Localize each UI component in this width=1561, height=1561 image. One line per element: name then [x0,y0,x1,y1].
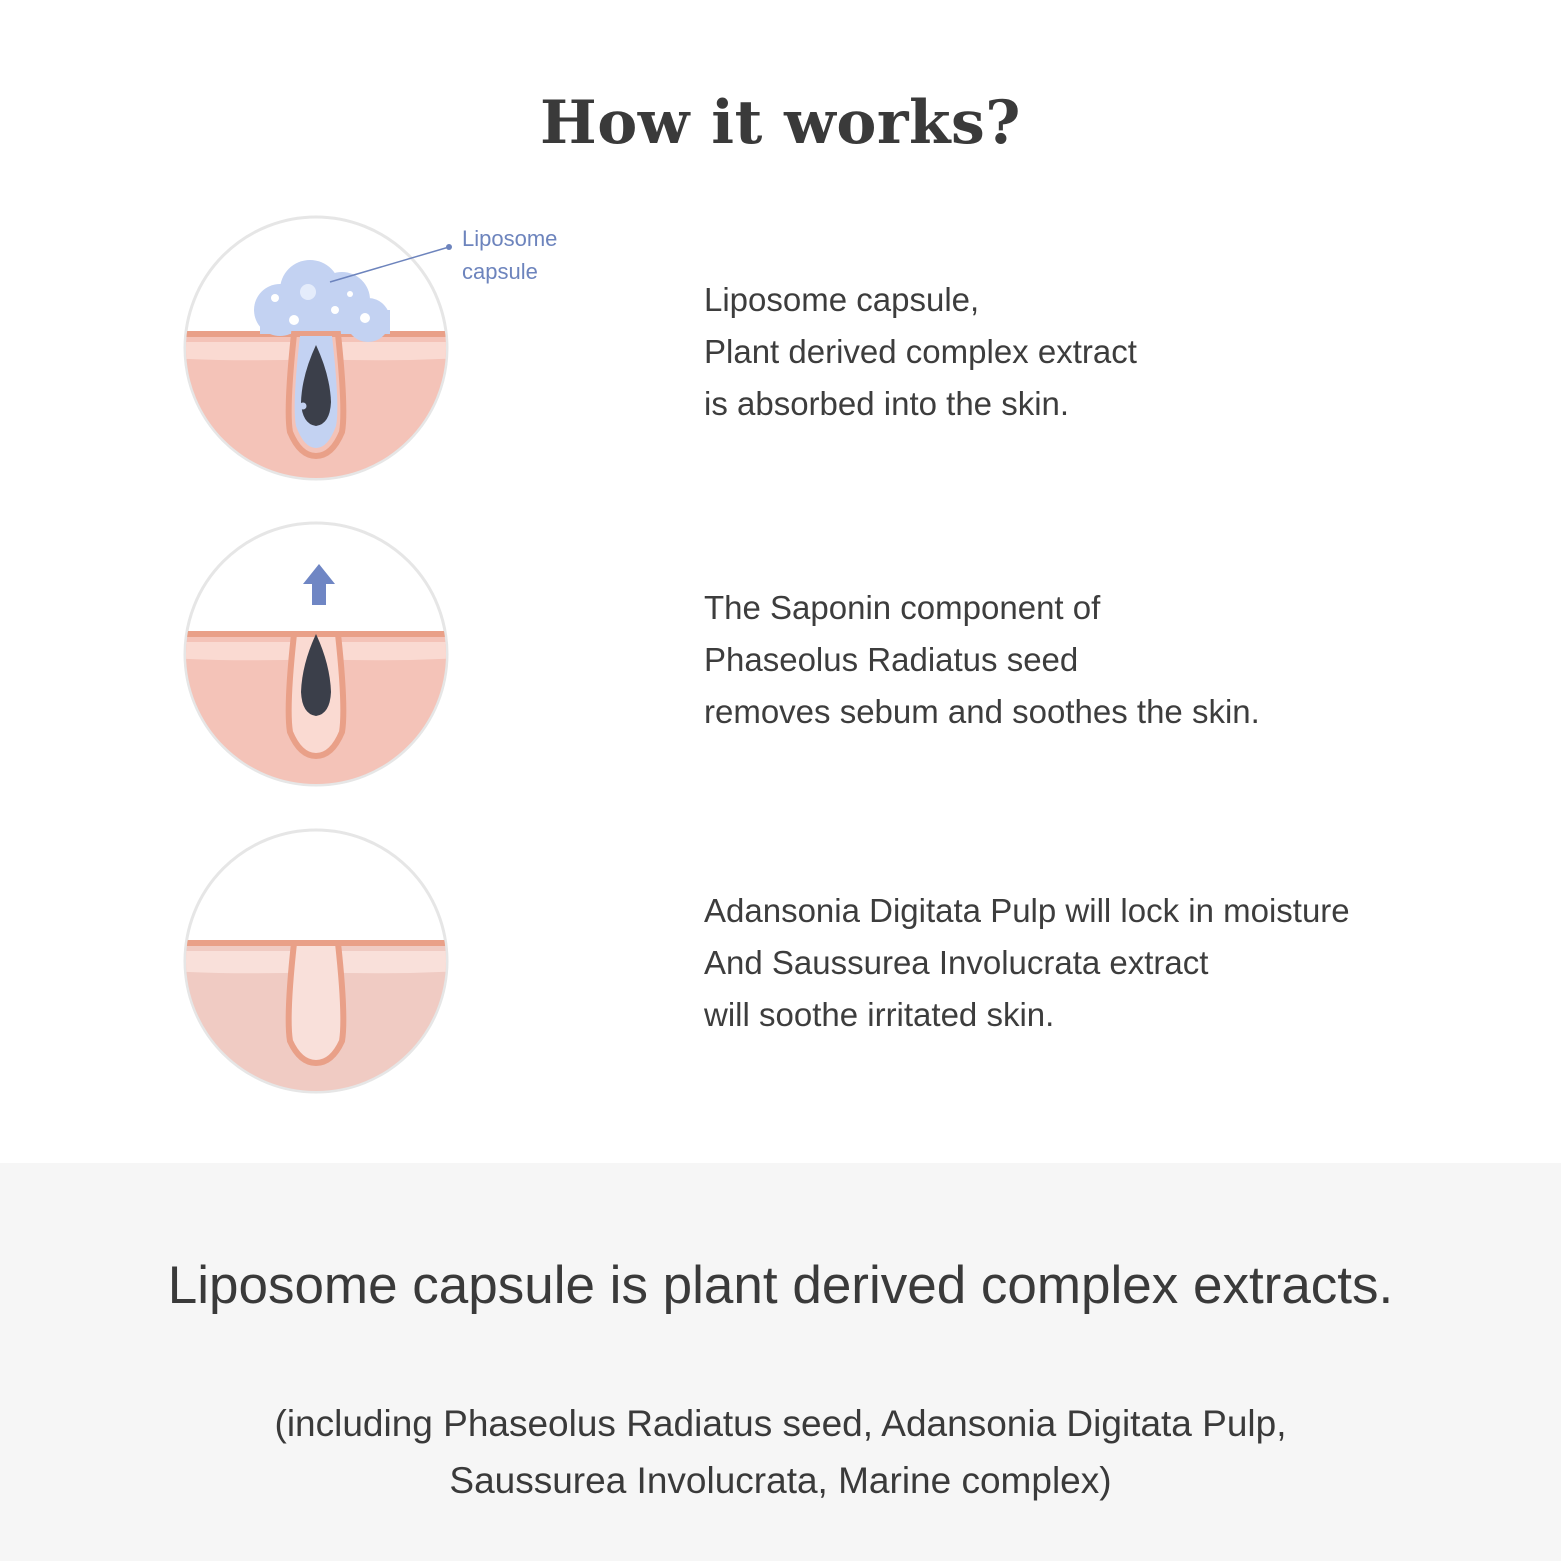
page-title: How it works? [540,88,1021,158]
step-3-text: Adansonia Digitata Pulp will lock in moi… [704,892,1350,1033]
step-1: Liposome capsule Liposome capsule, Plant… [0,210,1561,510]
step-2: The Saponin component of Phaseolus Radia… [0,518,1561,818]
footer-band: Liposome capsule is plant derived comple… [0,1163,1561,1561]
arrow-up-icon [303,564,335,605]
sebum-plug [301,634,331,716]
step-3-illustration [183,828,449,1094]
liposome-capsule-callout: Liposome capsule [462,226,558,284]
step-3: Adansonia Digitata Pulp will lock in moi… [0,825,1561,1125]
footer-headline: Liposome capsule is plant derived comple… [167,1256,1394,1315]
sebum-plug [301,345,331,426]
footer-subtext: (including Phaseolus Radiatus seed, Adan… [274,1403,1287,1501]
step-1-illustration [183,215,452,481]
step-1-text: Liposome capsule, Plant derived complex … [704,281,1137,422]
liposome-capsule-cloud [254,260,390,342]
step-2-text: The Saponin component of Phaseolus Radia… [704,589,1260,730]
step-2-illustration [183,521,449,787]
